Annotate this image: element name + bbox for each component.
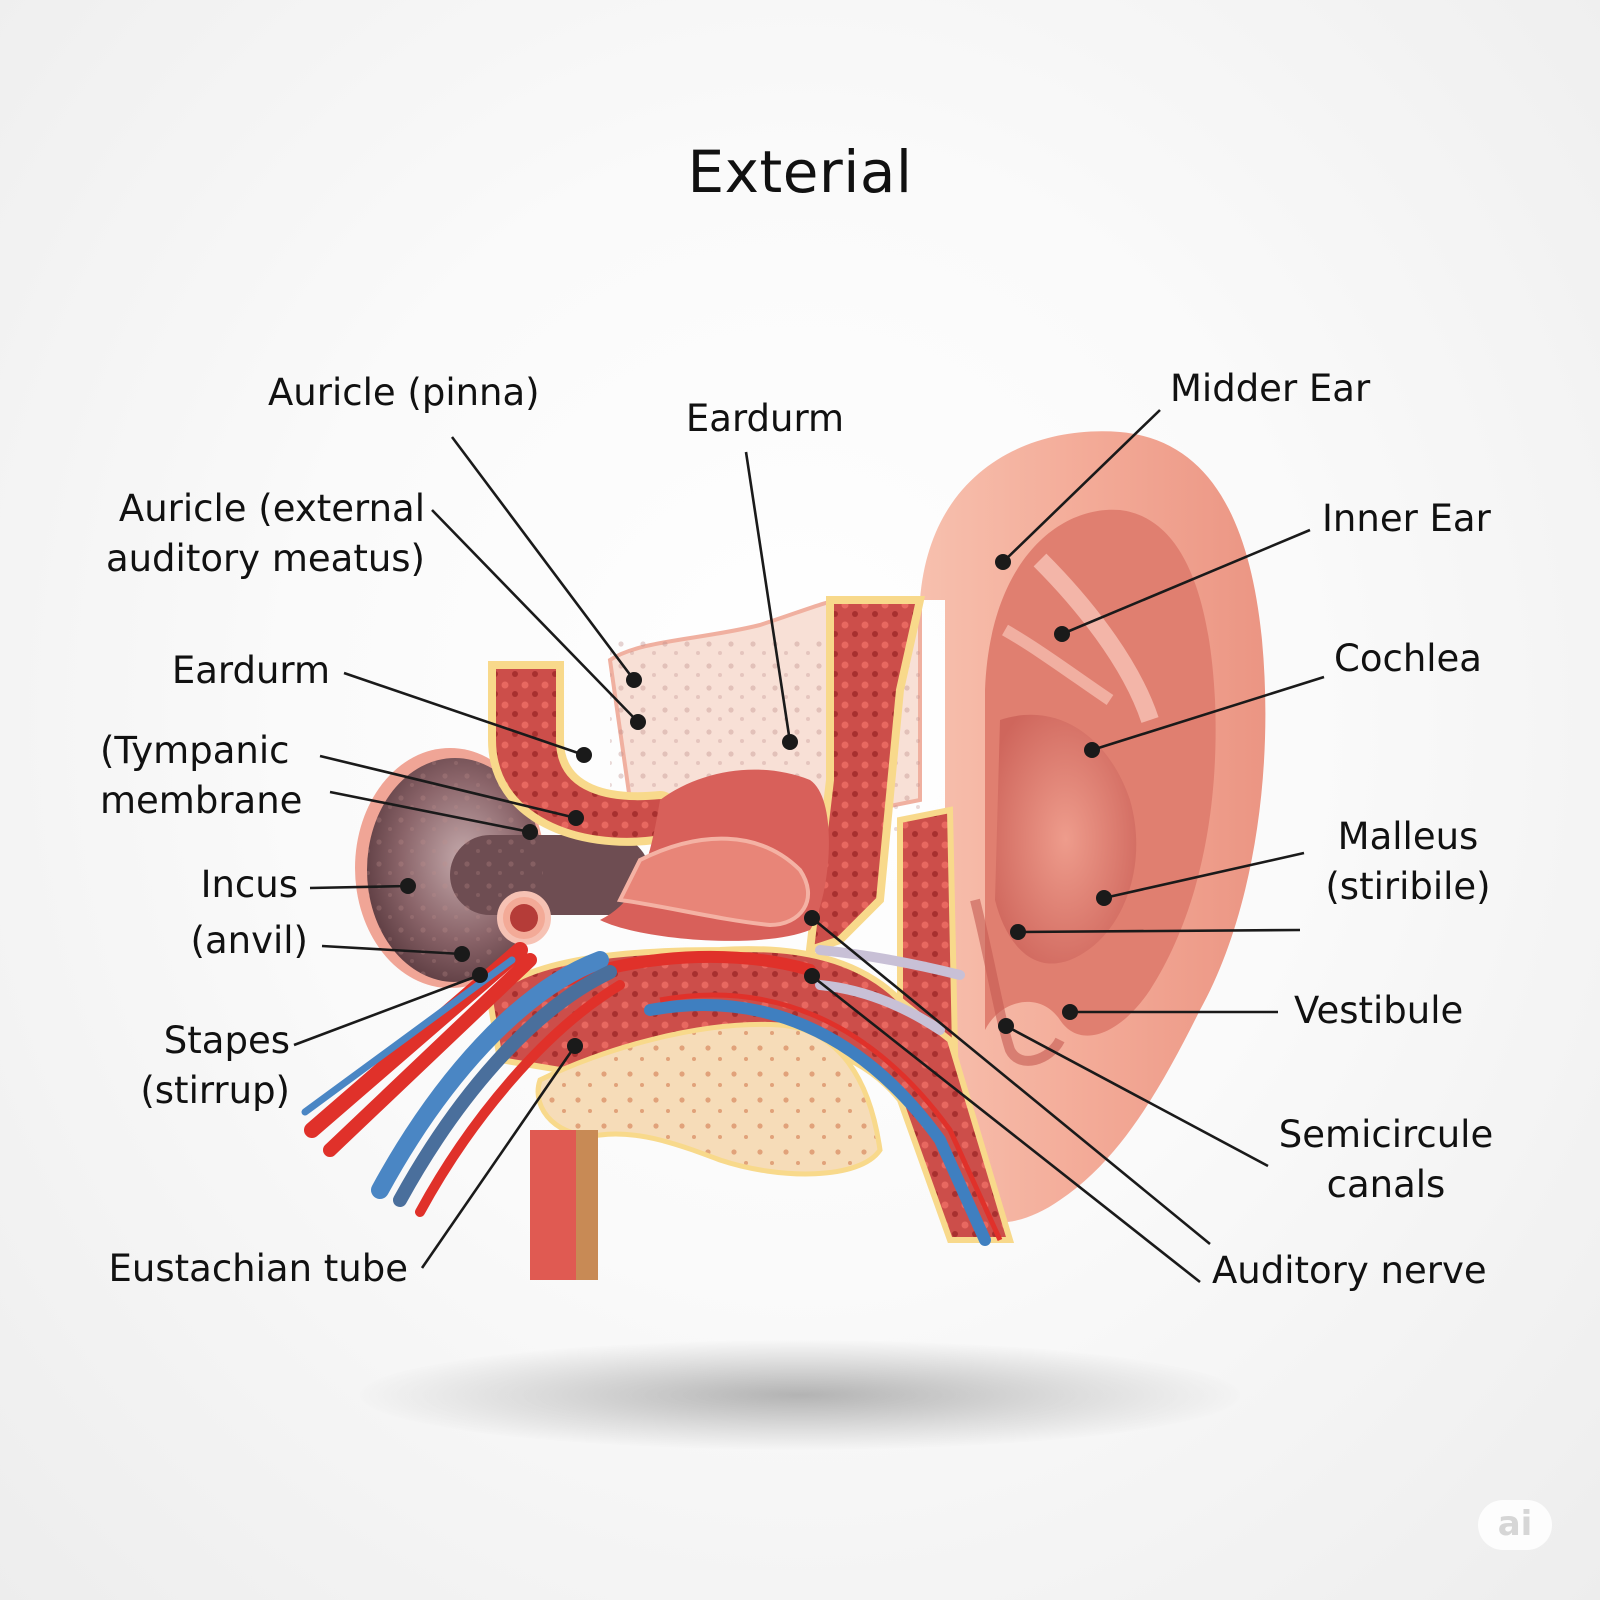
tympanic-marker-dot-2 xyxy=(522,824,538,840)
inner-ear-marker-dot xyxy=(1054,626,1070,642)
label-line: Cochlea xyxy=(1334,637,1482,680)
auricle-pinna-marker-dot xyxy=(626,672,642,688)
vestibule-marker-dot xyxy=(1062,1004,1078,1020)
label-auricle-external-meatus: Auricle (external auditory meatus) xyxy=(100,484,425,584)
label-line: canals xyxy=(1326,1163,1446,1206)
auditory-nerve-marker-dot-2 xyxy=(804,968,820,984)
label-semicircule: Semicircule canals xyxy=(1276,1110,1496,1210)
auditory-nerve-leader-line xyxy=(811,916,1211,1246)
eardurm-left-leader-line xyxy=(343,671,585,757)
label-auricle-pinna: Auricle (pinna) xyxy=(268,368,540,418)
label-eustachian: Eustachian tube xyxy=(94,1244,408,1294)
incus-marker-dot xyxy=(400,878,416,894)
label-stapes: Stapes (stirrup) xyxy=(132,1016,290,1116)
label-line: Auditory nerve xyxy=(1212,1249,1487,1292)
tympanic-leader-line xyxy=(319,754,577,820)
label-inner-ear: Inner Ear xyxy=(1322,494,1522,544)
lower-structures xyxy=(486,945,1015,1280)
middle-ear-chamber xyxy=(497,769,829,945)
label-line: Auricle (external xyxy=(118,487,425,530)
label-tympanic: (Tympanic membrane xyxy=(100,726,315,826)
diagram-title: Exterial xyxy=(687,138,913,206)
blood-vessels xyxy=(301,942,625,1217)
cochlea-marker-dot xyxy=(1084,742,1100,758)
temporal-bone-shape xyxy=(488,596,959,1057)
malleus-marker-dot xyxy=(1096,890,1112,906)
label-line: (stirrup) xyxy=(140,1069,290,1112)
label-line: Stapes xyxy=(163,1019,290,1062)
malleus-2-leader-line xyxy=(1017,928,1301,934)
label-line: Semicircule xyxy=(1278,1113,1494,1156)
drop-shadow xyxy=(360,1340,1240,1450)
leader-lines xyxy=(293,409,1325,1284)
label-line: Inner Ear xyxy=(1322,497,1491,540)
label-line: Midder Ear xyxy=(1170,367,1371,410)
label-midder-ear: Midder Ear xyxy=(1170,364,1390,414)
eardurm-top-marker-dot xyxy=(782,734,798,750)
label-vestibule: Vestibule xyxy=(1294,986,1494,1036)
label-eardurm-top: Eardurm xyxy=(680,394,850,444)
label-line: auditory meatus) xyxy=(105,537,425,580)
eustachian-marker-dot xyxy=(567,1038,583,1054)
label-line: Malleus xyxy=(1337,815,1479,858)
stapes-leader-line xyxy=(293,973,481,1047)
auricle-pinna-leader-line xyxy=(450,436,636,681)
label-cochlea: Cochlea xyxy=(1334,634,1504,684)
anvil-leader-line xyxy=(321,944,463,956)
tympanic-marker-dot xyxy=(568,810,584,826)
semicircule-leader-line xyxy=(1005,1024,1269,1168)
label-line: (Tympanic xyxy=(100,729,290,772)
label-line: Vestibule xyxy=(1294,989,1464,1032)
label-line: Auricle (pinna) xyxy=(268,371,540,414)
label-line: (anvil) xyxy=(190,919,308,962)
label-incus: Incus xyxy=(188,860,298,910)
tympanic-leader-line-2 xyxy=(329,790,531,834)
anvil-marker-dot xyxy=(454,946,470,962)
ai-watermark-badge: ai xyxy=(1478,1500,1552,1550)
label-line: Eardurm xyxy=(685,397,845,440)
label-line: Incus xyxy=(200,863,298,906)
malleus-leader-line xyxy=(1103,851,1305,900)
auricle-external-meatus-marker-dot xyxy=(630,714,646,730)
label-line: Eustachian tube xyxy=(108,1247,408,1290)
midder-ear-leader-line xyxy=(1002,409,1161,563)
malleus-2-marker-dot xyxy=(1010,924,1026,940)
label-line: Eardurm xyxy=(171,649,330,692)
label-eardurm-left: Eardurm xyxy=(160,646,330,696)
stapes-marker-dot xyxy=(472,967,488,983)
inner-ear-leader-line xyxy=(1061,528,1311,636)
auricle-external-meatus-leader-line xyxy=(431,509,639,723)
label-line: (stiribile) xyxy=(1325,865,1491,908)
label-line: membrane xyxy=(100,779,303,822)
label-auditory-nerve: Auditory nerve xyxy=(1212,1246,1502,1296)
semicircule-marker-dot xyxy=(998,1018,1014,1034)
cochlea-leader-line xyxy=(1091,675,1325,752)
eardurm-left-marker-dot xyxy=(576,747,592,763)
auditory-nerve-marker-dot xyxy=(804,910,820,926)
eustachian-leader-line xyxy=(420,1045,577,1269)
auditory-nerve-leader-line-2 xyxy=(811,974,1201,1284)
midder-ear-marker-dot xyxy=(995,554,1011,570)
label-anvil: (anvil) xyxy=(188,916,308,966)
eardurm-top-leader-line xyxy=(744,451,792,743)
incus-leader-line xyxy=(309,884,409,890)
label-malleus: Malleus (stiribile) xyxy=(1318,812,1498,912)
